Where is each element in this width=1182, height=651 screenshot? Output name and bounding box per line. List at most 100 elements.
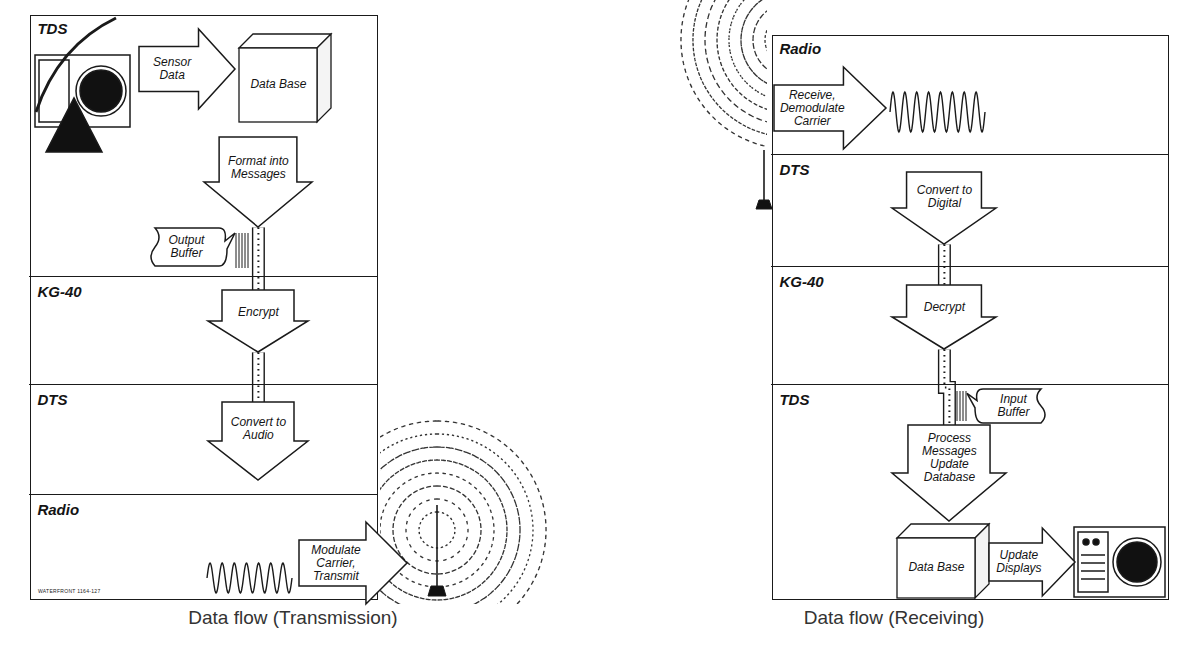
data-stream-line <box>257 352 259 402</box>
illustration-stroke <box>753 3 767 77</box>
illustration-stroke <box>1081 578 1105 580</box>
illustration-stroke <box>380 434 533 604</box>
flow-arrow: Format into Messages <box>204 137 312 227</box>
data-stream <box>258 227 259 290</box>
illustration-stroke <box>245 233 246 268</box>
step-text: Sensor Data <box>143 56 200 82</box>
flow-arrow: Process Messages Update Database <box>892 425 1006 521</box>
flow-arrow: Update Displays <box>989 528 1075 596</box>
illustration-stroke <box>380 421 546 604</box>
database-cube: Data Base <box>897 524 989 598</box>
block-arrow-outline <box>892 285 996 349</box>
block-arrow-outline <box>139 29 235 109</box>
layer-band: RadioReceive, Demodulate Carrier <box>771 34 1168 154</box>
cube-top <box>897 524 989 538</box>
layer-name: KG-40 <box>779 273 823 290</box>
stream-fill <box>939 244 949 285</box>
data-stream-line <box>257 227 259 290</box>
step-text: Process Messages Update Database <box>911 432 989 485</box>
illustration-stroke <box>380 460 507 600</box>
layer-name: TDS <box>37 20 67 37</box>
stream-fill <box>253 352 263 402</box>
illustration-stroke <box>1093 539 1099 545</box>
illustration-stroke <box>960 391 961 421</box>
illustration-stroke <box>436 505 438 586</box>
cube-top <box>239 34 331 48</box>
layer-name: DTS <box>779 161 809 178</box>
layer-name: TDS <box>779 391 809 408</box>
stream-fill <box>944 349 949 425</box>
layer-name: Radio <box>779 40 821 57</box>
flow-arrow: Convert to Digital <box>892 172 996 244</box>
step-text: Modulate Carrier, Transmit <box>303 544 368 584</box>
block-arrow-outline <box>774 67 886 149</box>
illustration-stroke <box>963 391 964 421</box>
step-text: Input Buffer <box>987 393 1039 419</box>
buffer-callout: Input Buffer <box>971 388 1051 424</box>
step-text: Decrypt <box>924 301 965 314</box>
data-stream <box>944 349 949 425</box>
illustration-stroke <box>705 0 767 125</box>
cube-side <box>317 34 331 122</box>
layer-band: TDSSensor DataData BaseFormat into Messa… <box>29 14 377 276</box>
antenna-right <box>756 150 772 209</box>
step-text: Format into Messages <box>222 155 295 181</box>
step-text: Update Displays <box>993 549 1044 575</box>
block-arrow-outline <box>208 402 308 480</box>
cube-front <box>897 538 975 598</box>
illustration-stroke <box>46 98 102 152</box>
cube-front <box>239 48 317 122</box>
data-stream <box>944 244 945 285</box>
stream-outline <box>252 352 265 402</box>
illustration-stroke <box>765 15 767 65</box>
stream-outline <box>944 349 949 425</box>
step-text: Encrypt <box>238 306 279 319</box>
illustration-stroke <box>1117 542 1157 582</box>
step-text: Convert to Digital <box>909 184 980 210</box>
illustration-stroke <box>1081 562 1105 564</box>
illustration-stroke <box>741 0 767 89</box>
console-left <box>35 18 130 152</box>
illustration-stroke <box>428 586 446 596</box>
data-stream-line <box>944 349 949 425</box>
layer-band: DTS Convert to Digital <box>771 154 1168 266</box>
step-text: Output Buffer <box>157 234 215 260</box>
cube-side <box>975 524 989 598</box>
layer-band: KG-40Encrypt <box>29 276 377 384</box>
block-arrow-outline <box>989 528 1075 596</box>
block-arrow-outline <box>299 522 407 604</box>
illustration-stroke <box>966 391 967 421</box>
illustration-stroke <box>380 447 520 604</box>
block-arrow-outline <box>208 290 308 352</box>
illustration-stroke <box>36 18 116 112</box>
block-arrow-outline <box>892 172 996 244</box>
block-arrow-outline <box>204 137 312 227</box>
illustration-stroke <box>756 200 772 209</box>
illustration-stroke <box>1078 532 1108 592</box>
illustration-stroke <box>239 233 240 268</box>
illustration-stroke <box>80 70 122 112</box>
illustration-stroke <box>1113 538 1161 586</box>
block-arrow-outline <box>208 290 308 352</box>
flow-arrow: Sensor Data <box>139 29 235 109</box>
stream-outline <box>938 244 951 285</box>
illustration-stroke <box>1083 539 1089 545</box>
layer-band: RadioModulate Carrier, Transmit <box>29 494 377 599</box>
layer-band: TDS Input BufferProcess Messages Update D… <box>771 384 1168 599</box>
illustration-stroke <box>763 150 765 200</box>
flow-arrow: Receive, Demodulate Carrier <box>774 67 886 149</box>
carrier-wave <box>890 92 985 132</box>
illustration-stroke <box>1074 527 1165 597</box>
buffer-callout: Output Buffer <box>145 227 231 267</box>
step-text: Data Base <box>908 561 964 574</box>
buffer-hatching <box>236 233 248 268</box>
panel-frame: Data flow (Receiving)RadioReceive, Demod… <box>772 35 1169 600</box>
radio-waves <box>380 421 546 604</box>
layer-band: DTSConvert to Audio <box>29 384 377 494</box>
data-stream-line <box>943 244 945 285</box>
illustration-stroke <box>1081 570 1105 572</box>
illustration-stroke <box>681 0 767 149</box>
illustration-stroke <box>76 66 126 116</box>
block-arrow-outline <box>204 137 312 227</box>
